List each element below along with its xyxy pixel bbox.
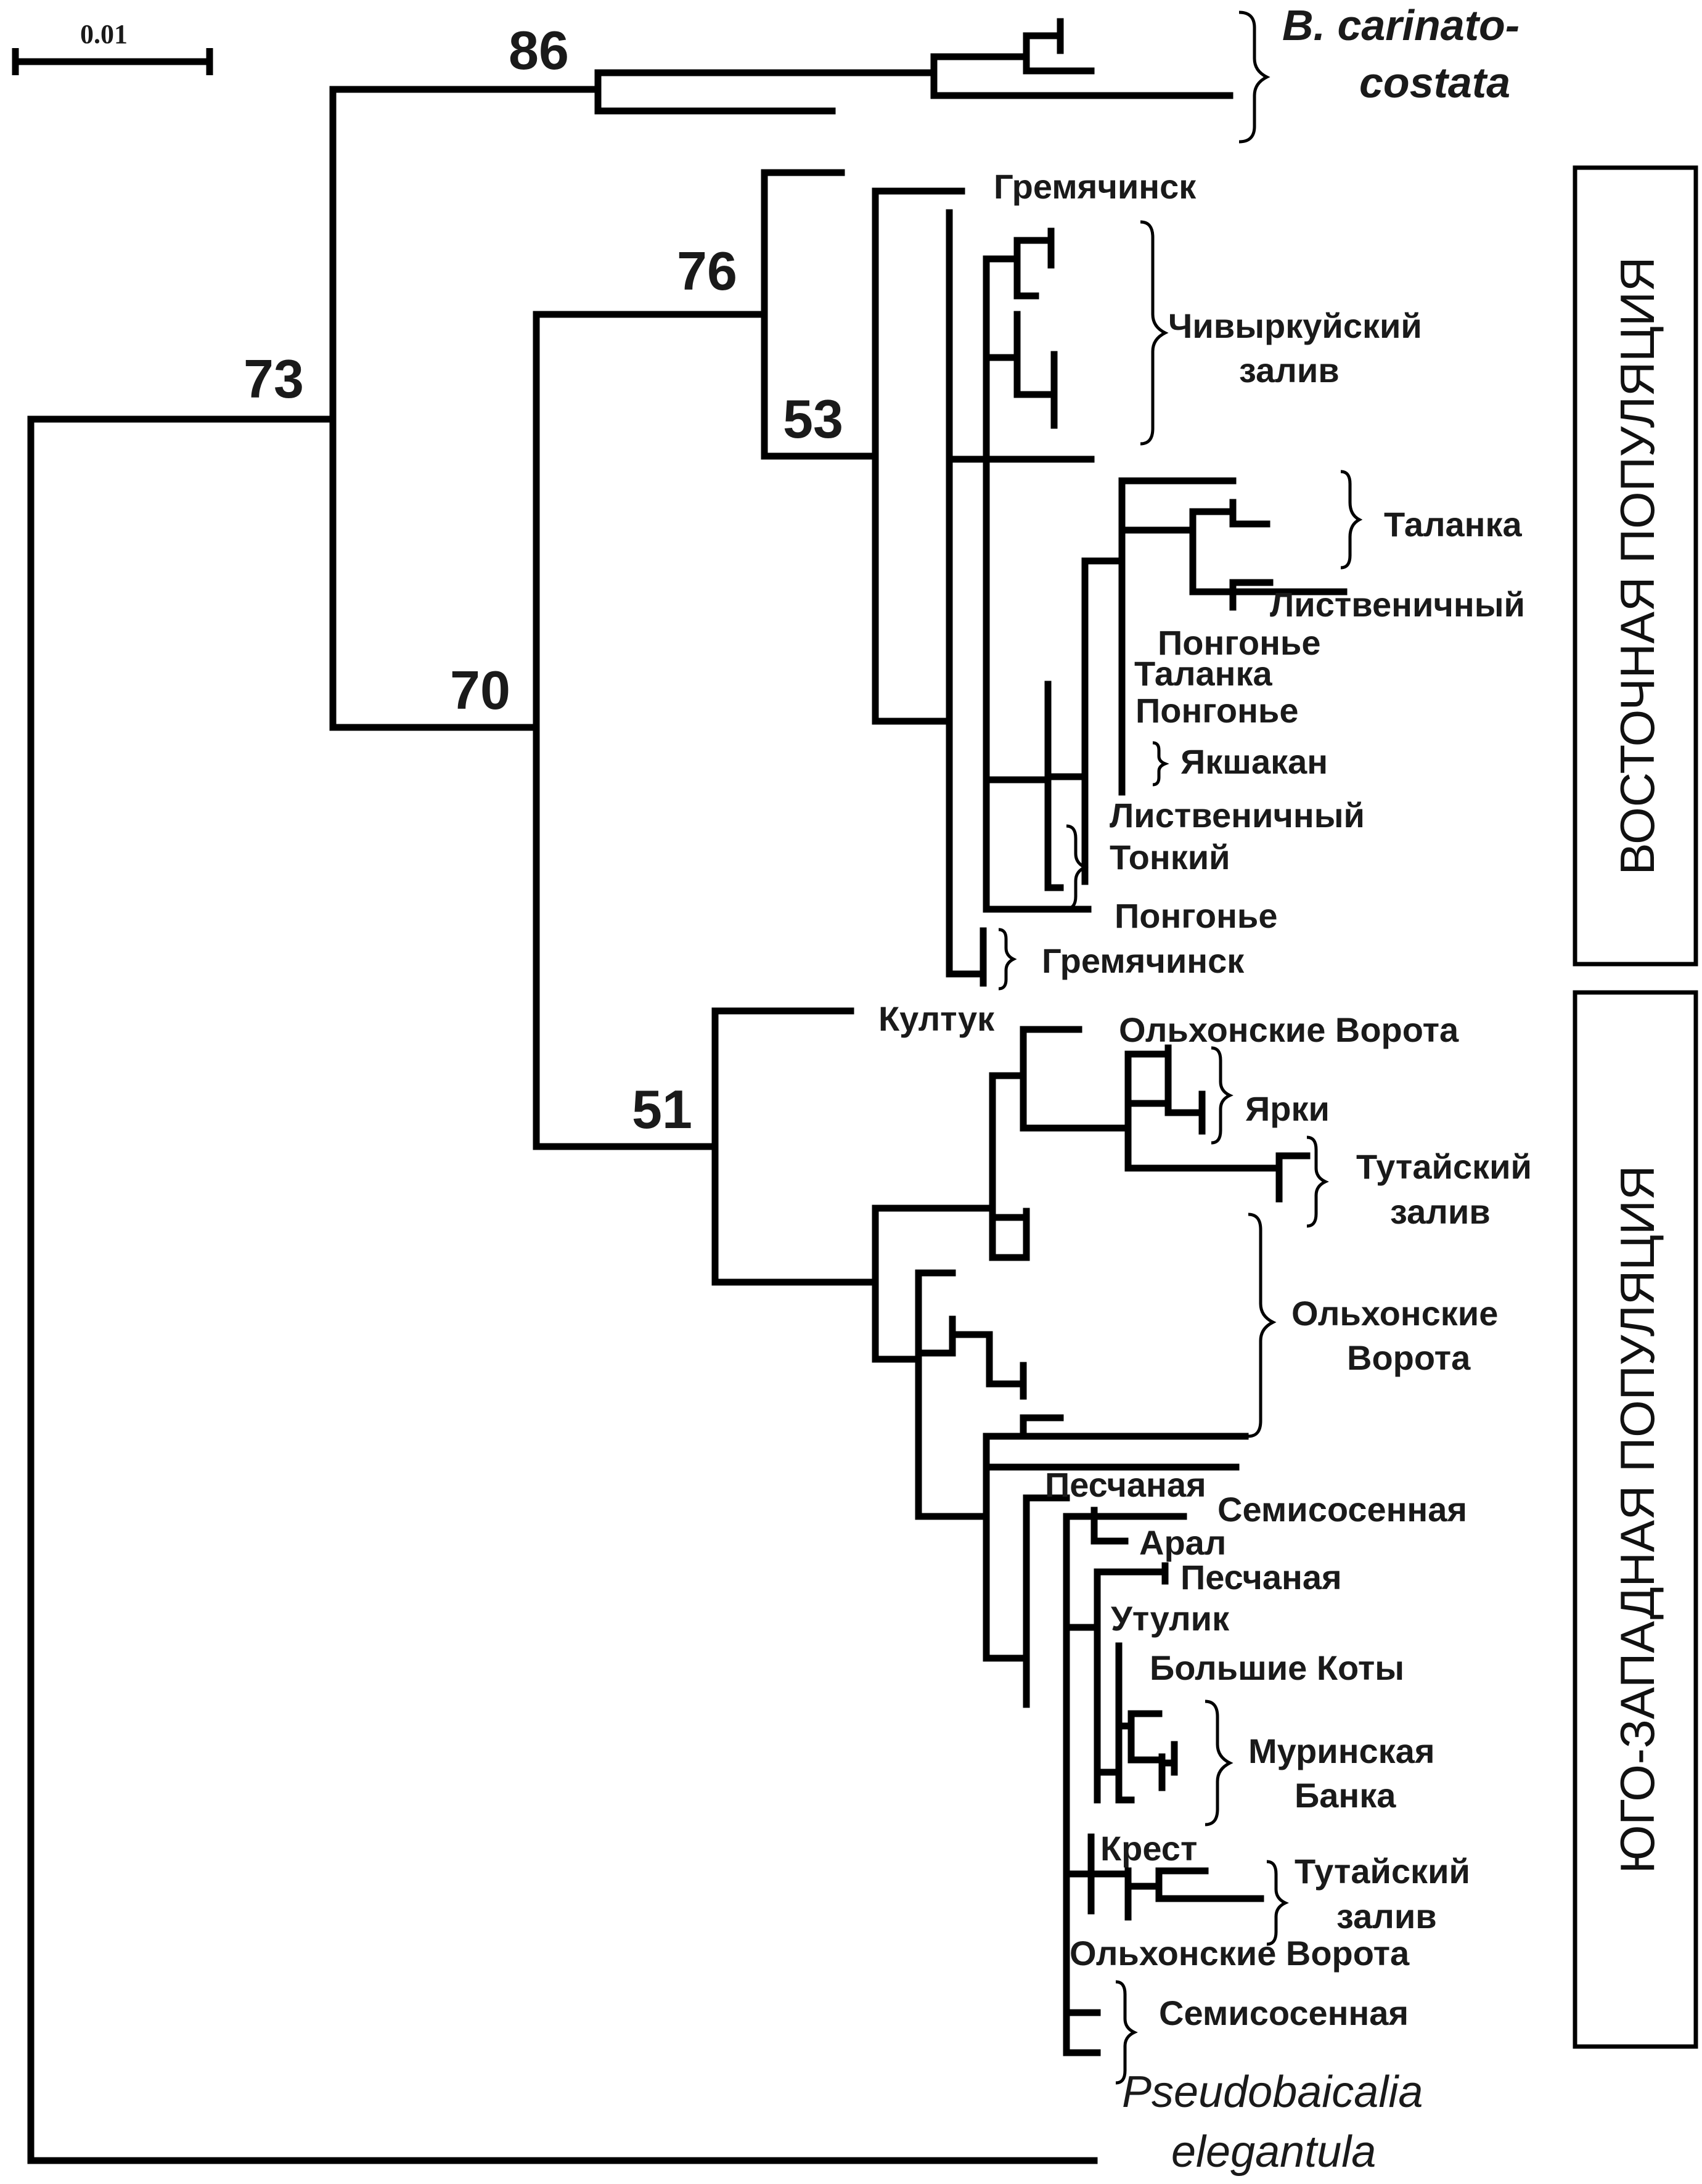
leaf-label: Семисосенная bbox=[1159, 1994, 1409, 2032]
node-51-branch bbox=[533, 1007, 879, 1286]
pseudobaicalia-line1: Pseudobaicalia bbox=[1122, 2067, 1423, 2117]
gremyachinsk-lower-branch bbox=[946, 927, 987, 987]
population-southwest-label: ЮГО-ЗАПАДНАЯ ПОПУЛЯЦИЯ bbox=[1610, 1166, 1664, 1874]
bracket-yakshakan bbox=[1152, 741, 1169, 787]
carinato-line1: B. carinato- bbox=[1282, 1, 1520, 49]
carinato-line2: costata bbox=[1359, 59, 1510, 107]
southwest-main-branch bbox=[872, 1026, 1132, 1363]
population-southwest: ЮГО-ЗАПАДНАЯ ПОПУЛЯЦИЯ bbox=[1573, 990, 1698, 2049]
deep-southwest-branch bbox=[915, 1414, 1249, 1662]
semisosennaya-lower-branch bbox=[1063, 2009, 1101, 2056]
carinato-clade-branch bbox=[329, 18, 1234, 115]
leaf-label: Песчаная bbox=[1180, 1558, 1342, 1597]
leaf-label: Банка bbox=[1295, 1776, 1396, 1815]
bracket-gremyachinsk bbox=[998, 928, 1017, 991]
yarki-clade-branch bbox=[1124, 1044, 1311, 1203]
leaf-label: Понгонье bbox=[1115, 896, 1277, 935]
leaf-label: залив bbox=[1336, 1897, 1437, 1936]
leaf-label: Ольхонские bbox=[1291, 1294, 1498, 1333]
leaf-labels: Гремячинск Чивыркуйский залив Таланка Ли… bbox=[878, 167, 1532, 2032]
pseudobaicalia-line2: elegantula bbox=[1171, 2127, 1376, 2177]
leaf-label: Песчаная bbox=[1045, 1465, 1206, 1504]
population-east: ВОСТОЧНАЯ ПОПУЛЯЦИЯ bbox=[1573, 165, 1698, 967]
leaf-label: Ярки bbox=[1245, 1089, 1330, 1128]
bracket-semisosennaya bbox=[1115, 1980, 1138, 2085]
bootstrap-73: 73 bbox=[243, 348, 304, 409]
semisosennaya-clade-branch bbox=[983, 1494, 1187, 2056]
bracket-chivyrkuy bbox=[1140, 220, 1169, 446]
leaf-label: Лиственичный bbox=[1270, 585, 1525, 624]
node-53-branch bbox=[872, 187, 965, 978]
bracket-yarki bbox=[1211, 1046, 1234, 1145]
node-70-branch bbox=[329, 311, 540, 1150]
leaf-label: Таланка bbox=[1384, 505, 1523, 544]
leaf-label: Ворота bbox=[1347, 1338, 1471, 1377]
leaf-label: Большие Коты bbox=[1150, 1648, 1404, 1687]
bootstrap-53: 53 bbox=[783, 388, 843, 449]
bootstrap-86: 86 bbox=[509, 20, 569, 81]
bracket-talanka bbox=[1340, 470, 1363, 570]
bootstrap-70: 70 bbox=[450, 660, 510, 721]
leaf-label: Чивыркуйский bbox=[1168, 306, 1422, 345]
leaf-label: Гремячинск bbox=[1042, 941, 1245, 980]
utulik-clade-branch bbox=[1063, 1562, 1169, 1804]
leaf-label: Гремячинск bbox=[994, 167, 1197, 206]
leaf-label: Муринская bbox=[1248, 1732, 1435, 1770]
population-east-label: ВОСТОЧНАЯ ПОПУЛЯЦИЯ bbox=[1610, 257, 1664, 875]
murinskaya-clade-branch bbox=[1094, 1642, 1178, 1804]
olkhon-small-branch bbox=[989, 1208, 1030, 1261]
bracket-tutaysky-upper bbox=[1306, 1135, 1329, 1228]
leaf-label: Тутайский bbox=[1295, 1852, 1470, 1891]
leaf-label: Якшакан bbox=[1180, 742, 1328, 781]
bracket-murinskaya bbox=[1205, 1699, 1234, 1826]
leaf-label: Понгонье bbox=[1158, 623, 1320, 662]
grouping-brackets bbox=[998, 10, 1363, 2085]
leaf-label: Култук bbox=[878, 999, 995, 1038]
tree-branches bbox=[27, 18, 1348, 2164]
leaf-label: Крест bbox=[1100, 1829, 1197, 1868]
bracket-tonkiy bbox=[1066, 824, 1089, 910]
bootstrap-76: 76 bbox=[677, 240, 737, 301]
leaf-label: Таланка bbox=[1134, 654, 1273, 693]
leaf-label: Лиственичный bbox=[1110, 796, 1365, 835]
population-east-box bbox=[1573, 165, 1698, 967]
population-southwest-box bbox=[1573, 990, 1698, 2049]
talanka-subclade-branch bbox=[983, 477, 1348, 891]
leaf-label: Ольхонские Ворота bbox=[1119, 1010, 1459, 1049]
bootstrap-51: 51 bbox=[632, 1079, 692, 1140]
leaf-label: Тутайский bbox=[1356, 1147, 1532, 1186]
leaf-label: Ольхонские Ворота bbox=[1070, 1934, 1410, 1973]
leaf-label: Тонкий bbox=[1110, 838, 1230, 877]
bracket-tutaysky-lower bbox=[1266, 1860, 1289, 1946]
outgroup-labels: B. carinato- costata Pseudobaicalia eleg… bbox=[1122, 1, 1520, 2177]
scale-bar-label: 0.01 bbox=[80, 19, 128, 49]
bracket-carinato bbox=[1238, 10, 1270, 144]
bootstrap-values: 86 73 76 53 70 51 bbox=[243, 20, 843, 1140]
leaf-label: залив bbox=[1239, 351, 1340, 390]
leaf-label: Утулик bbox=[1111, 1599, 1230, 1638]
leaf-label: Арал bbox=[1139, 1523, 1226, 1562]
bracket-olkhon-vorota bbox=[1248, 1213, 1277, 1438]
leaf-label: Понгонье bbox=[1135, 691, 1298, 730]
krest-clade-branch bbox=[1063, 1833, 1264, 1921]
chivyrkuy-clade-branch bbox=[946, 227, 1095, 913]
olkhon-vorota-group-branch bbox=[872, 1269, 1027, 1520]
scale-bar: 0.01 bbox=[12, 19, 213, 75]
leaf-label: залив bbox=[1390, 1192, 1491, 1231]
leaf-label: Семисосенная bbox=[1217, 1490, 1467, 1529]
node-76-branch bbox=[533, 169, 879, 460]
